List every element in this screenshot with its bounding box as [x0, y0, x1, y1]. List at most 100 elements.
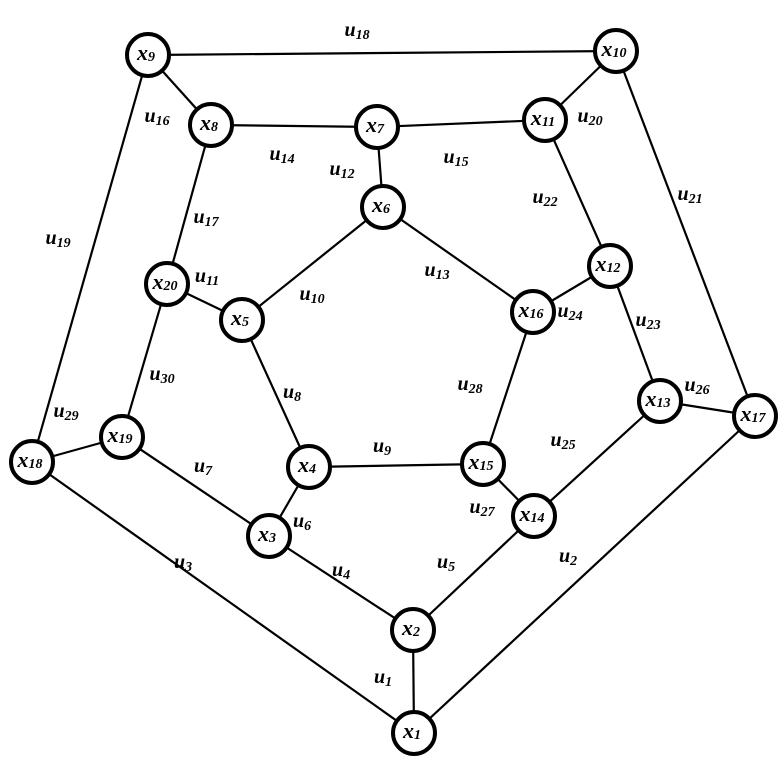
edge-label-u11-subscript: 11 [206, 274, 219, 289]
edge-label-u6-subscript: 6 [304, 519, 311, 534]
node-label-x6-base: x [371, 192, 383, 217]
edge-label-u11: u11 [195, 265, 219, 289]
edge-label-u4: u4 [332, 559, 350, 583]
edge-label-u15-base: u [443, 146, 454, 168]
node-label-x8: x8 [199, 110, 218, 135]
edge-label-u28: u28 [457, 373, 482, 397]
edge-u25 [533, 400, 661, 517]
node-label-x18-subscript: 18 [29, 457, 43, 472]
node-circle-x9 [125, 32, 171, 78]
node-label-x11-subscript: 11 [542, 115, 555, 130]
node-label-x4-base: x [297, 452, 309, 477]
node-circle-x13 [637, 378, 683, 424]
node-x11: x11 [522, 97, 568, 143]
edge-label-u28-subscript: 28 [468, 382, 483, 397]
node-circle-x20 [144, 261, 190, 307]
edge-u13 [382, 206, 534, 313]
edge-label-u13-subscript: 13 [436, 268, 450, 283]
edge-label-u30-base: u [149, 363, 160, 385]
edge-label-u13-base: u [424, 259, 435, 281]
edge-label-u9-base: u [373, 435, 384, 457]
edge-u15 [376, 118, 546, 129]
node-circle-x19 [99, 414, 145, 460]
edge-label-u15-subscript: 15 [455, 155, 469, 170]
edge-label-u20-subscript: 20 [588, 114, 603, 129]
node-x10: x10 [593, 28, 639, 74]
node-label-x13-subscript: 13 [657, 396, 671, 411]
node-x2: x2 [390, 607, 436, 653]
edge-label-u12: u12 [329, 158, 354, 182]
node-x20: x20 [144, 261, 190, 307]
edge-label-u1: u1 [374, 666, 392, 690]
edge-label-u10: u10 [299, 283, 324, 307]
node-x1: x1 [391, 710, 437, 756]
edge-label-u11-base: u [195, 265, 206, 287]
edge-label-u25-subscript: 25 [561, 438, 576, 453]
node-label-x13-base: x [645, 386, 657, 411]
node-label-x19-subscript: 19 [119, 432, 133, 447]
edge-label-u29-subscript: 29 [64, 409, 79, 424]
node-label-x12-subscript: 12 [607, 261, 621, 276]
edge-label-u22-base: u [532, 186, 543, 208]
node-x17: x17 [732, 393, 778, 439]
edge-label-u2-base: u [559, 545, 570, 567]
node-label-x20: x20 [152, 269, 178, 294]
node-circle-x17 [732, 393, 778, 439]
node-label-x12: x12 [595, 251, 621, 276]
node-label-x17-subscript: 17 [752, 411, 767, 426]
edge-label-u20: u20 [577, 105, 602, 129]
node-label-x9-subscript: 9 [148, 50, 155, 65]
node-label-x15: x15 [468, 449, 494, 474]
node-x5: x5 [219, 297, 265, 343]
node-circle-x3 [246, 513, 292, 559]
node-circle-x4 [286, 444, 332, 490]
node-x3: x3 [246, 513, 292, 559]
node-circle-x7 [354, 104, 400, 150]
edge-label-u16-subscript: 16 [156, 114, 170, 129]
edge-u3 [31, 461, 415, 734]
node-label-x16-base: x [518, 297, 530, 322]
edge-label-u5: u5 [437, 551, 455, 575]
node-label-x11-base: x [530, 105, 542, 130]
node-circle-x2 [390, 607, 436, 653]
node-label-x19: x19 [107, 422, 133, 447]
edge-label-u8-base: u [283, 381, 294, 403]
edge-label-u21-subscript: 21 [688, 192, 703, 207]
edge-label-u27-base: u [469, 496, 480, 518]
edge-u28 [481, 311, 535, 465]
edge-label-u17-subscript: 17 [205, 215, 220, 230]
node-label-x1-subscript: 1 [414, 728, 421, 743]
edge-label-u12-subscript: 12 [341, 167, 355, 182]
node-x16: x16 [510, 289, 556, 335]
edge-u4 [268, 535, 414, 631]
edge-label-u16: u16 [144, 105, 169, 129]
node-circle-x1 [391, 710, 437, 756]
edge-u10 [241, 206, 384, 321]
node-label-x15-subscript: 15 [480, 459, 494, 474]
node-x8: x8 [188, 102, 234, 148]
edge-label-u18-subscript: 18 [356, 28, 370, 43]
edge-label-u22: u22 [532, 186, 557, 210]
edge-label-u7-subscript: 7 [205, 464, 213, 479]
node-label-x14-base: x [519, 501, 531, 526]
edge-label-u17-base: u [193, 206, 204, 228]
edge-label-u4-base: u [332, 559, 343, 581]
edge-u9 [308, 462, 484, 469]
node-label-x6: x6 [371, 192, 390, 217]
edge-u17 [165, 124, 213, 285]
node-label-x3-subscript: 3 [268, 531, 276, 546]
node-label-x9: x9 [136, 40, 155, 65]
edge-label-u21: u21 [677, 183, 702, 207]
edge-u14 [210, 123, 378, 129]
edge-label-u23: u23 [635, 309, 660, 333]
node-label-x3: x3 [257, 521, 276, 546]
node-label-x1-base: x [402, 718, 414, 743]
edge-label-u3-base: u [174, 551, 185, 573]
node-label-x4-subscript: 4 [308, 462, 316, 477]
edge-u23 [608, 265, 662, 402]
node-label-x6-subscript: 6 [383, 202, 390, 217]
node-circle-x16 [510, 289, 556, 335]
node-label-x20-subscript: 20 [163, 279, 178, 294]
edge-label-u7-base: u [194, 455, 205, 477]
